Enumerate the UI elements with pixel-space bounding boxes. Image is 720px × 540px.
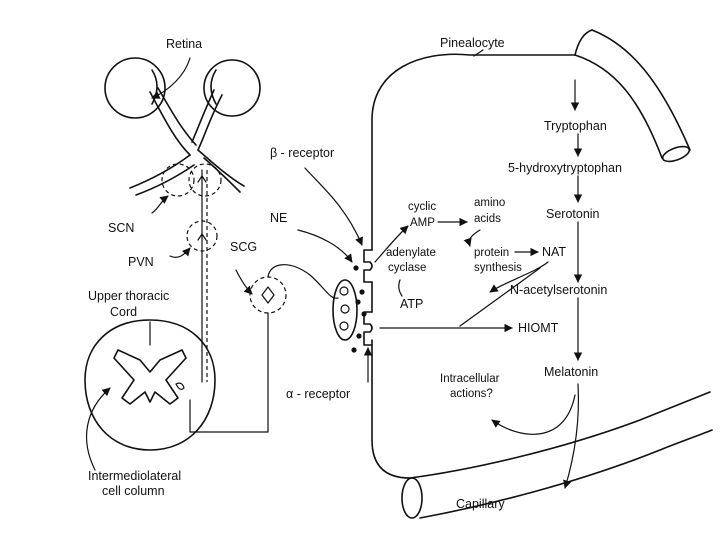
left-eye-pupil (151, 69, 158, 105)
spinal-gray-matter (113, 349, 187, 405)
pathway-marker-2 (197, 233, 207, 241)
ne-dot-4 (361, 311, 367, 317)
amino-acids-label-2: acids (474, 213, 501, 225)
protein-synthesis-label-2: synthesis (474, 262, 522, 274)
left-optic-tract (129, 154, 191, 189)
intermediolateral-arrow (86, 387, 111, 471)
nerve-terminal (332, 279, 358, 341)
right-eye-pupil (210, 69, 217, 105)
scn-pointer (151, 195, 169, 214)
right-optic-nerve (197, 94, 223, 151)
ne-label: NE (270, 211, 287, 225)
n-acetylserotonin-label: N-acetylserotonin (510, 283, 607, 297)
intracellular-actions-arrow (491, 394, 576, 435)
ne-dot-3 (355, 299, 361, 305)
right-optic-tract-inner (203, 157, 241, 193)
upper-thoracic-label-1: Upper thoracic (88, 289, 169, 303)
scn-label: SCN (108, 221, 134, 235)
serotonin-label: Serotonin (546, 207, 600, 221)
nat-to-acetyl-arrow (489, 261, 549, 293)
beta-receptor-pointer (304, 167, 363, 246)
atp-label: ATP (400, 297, 423, 311)
beta-to-camp-arrow (374, 225, 409, 263)
amino-to-protein-arrow (463, 229, 481, 247)
capillary-upper (591, 29, 691, 151)
ne-pointer (297, 229, 353, 263)
intermediolateral-column-marker (175, 382, 185, 390)
vesicle-2 (340, 304, 350, 314)
right-optic-nerve-inner (191, 89, 215, 143)
pinealocyte-pointer (473, 49, 484, 57)
scg-ganglion (261, 286, 275, 304)
spinal-cord-outline (84, 319, 216, 451)
spinal-cord-drawing (84, 319, 216, 471)
intracellular-label-2: actions? (450, 388, 493, 400)
left-optic-nerve (149, 91, 191, 156)
ne-dot-2 (359, 289, 365, 295)
melatonin-label: Melatonin (544, 365, 598, 379)
pinealocyte-membrane (371, 53, 576, 251)
adenylate-cyclase-label-2: cyclase (388, 262, 426, 274)
postganglionic-fiber (267, 264, 339, 299)
ne-dot-6 (351, 347, 357, 353)
capillary-label: Capillary (456, 497, 505, 511)
nat-label: NAT (542, 245, 566, 259)
intermediolateral-label-2: cell column (102, 484, 165, 498)
capillary-lower-end (401, 477, 423, 519)
capillary-lower-inner (419, 429, 713, 519)
alpha-receptor-label: α - receptor (286, 387, 350, 401)
eyes-drawing (104, 57, 261, 196)
beta-receptor-label: β - receptor (270, 146, 334, 160)
intracellular-label-1: Intracellular (440, 373, 500, 385)
capillary-lower (409, 391, 711, 479)
left-eye (104, 57, 166, 119)
hydroxytryptophan-label: 5-hydroxytryptophan (508, 161, 622, 175)
pvn-label: PVN (128, 255, 154, 269)
preganglionic-fiber (189, 312, 269, 433)
ne-dot-1 (353, 265, 359, 271)
scg-label: SCG (230, 240, 257, 254)
ne-dot-5 (356, 333, 362, 339)
atp-arrow (398, 279, 403, 297)
left-optic-tract-inner (135, 164, 195, 196)
tryptophan-label: Tryptophan (544, 119, 607, 133)
retina-arrow (151, 57, 191, 99)
cyclic-amp-label-2: AMP (410, 217, 435, 229)
pvn-pointer (169, 247, 191, 259)
right-optic-tract (197, 149, 245, 187)
melatonin-out-arrow (563, 383, 580, 489)
vesicle-3 (339, 321, 349, 331)
capillary-upper-end (661, 145, 691, 163)
right-eye (203, 59, 261, 117)
scn-right-circle (188, 163, 222, 197)
cyclic-amp-label-1: cyclic (408, 201, 436, 213)
upper-thoracic-label-2: Cord (110, 305, 137, 319)
capillary-upper-inner (574, 54, 663, 159)
beta-receptor-shape (363, 249, 373, 283)
capillary-upper-cap (574, 29, 593, 56)
pinealocyte-membrane-lower (371, 339, 411, 479)
protein-synthesis-label-1: protein (474, 247, 509, 259)
adenylate-cyclase-label-1: adenylate (386, 247, 436, 259)
alpha-to-serotonin-line (459, 267, 541, 327)
pathway-marker-1 (197, 175, 207, 183)
alpha-receptor-shape (363, 311, 373, 346)
scg-circle (249, 276, 287, 314)
scg-pointer (235, 269, 253, 295)
intermediolateral-label-1: Intermediolateral (88, 469, 181, 483)
vesicle-1 (339, 286, 349, 296)
retina-label: Retina (166, 37, 202, 51)
hiomt-label: HIOMT (518, 321, 559, 335)
amino-acids-label-1: amino (474, 197, 505, 209)
scn-left-circle (161, 163, 195, 197)
pinealocyte-label: Pinealocyte (440, 36, 505, 50)
